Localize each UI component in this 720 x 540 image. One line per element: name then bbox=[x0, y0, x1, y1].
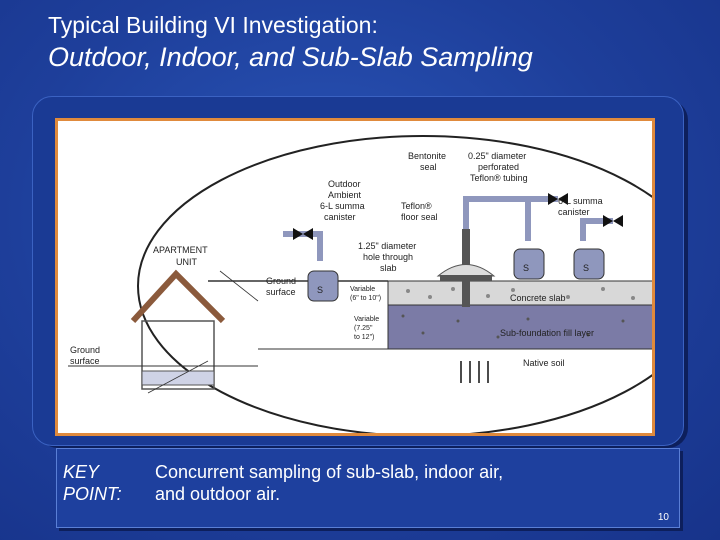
ground-surface-label: Ground bbox=[266, 276, 296, 286]
summa-label: canister bbox=[558, 207, 590, 217]
valve-icon bbox=[293, 228, 313, 240]
native-soil-label: Native soil bbox=[523, 358, 565, 368]
sampling-diagram: S S S APARTMENT UNIT Ground surface Grou… bbox=[68, 135, 652, 433]
key-point-text-line2: and outdoor air. bbox=[155, 484, 281, 504]
sub-foundation-label: Sub-foundation fill layer bbox=[500, 328, 594, 338]
ground-surface-label: surface bbox=[266, 287, 296, 297]
teflon-tubing-label: perforated bbox=[478, 162, 519, 172]
page-number: 10 bbox=[657, 512, 669, 523]
variable-label: (7.25" bbox=[354, 325, 373, 332]
canister-s-label: S bbox=[583, 263, 589, 273]
teflon-tubing-label: Teflon® tubing bbox=[470, 173, 528, 183]
diagram-frame: S S S APARTMENT UNIT Ground surface Grou… bbox=[55, 118, 655, 436]
house-walls bbox=[141, 320, 215, 390]
key-point-text: Concurrent sampling of sub-slab, indoor … bbox=[155, 461, 665, 505]
slide-title-line2: Outdoor, Indoor, and Sub-Slab Sampling bbox=[48, 42, 533, 72]
outdoor-ambient-label: Outdoor bbox=[328, 179, 361, 189]
outdoor-ambient-label: 6-L summa bbox=[320, 201, 365, 211]
ground-surface-label: surface bbox=[70, 356, 100, 366]
variable-label: Variable bbox=[354, 316, 379, 323]
key-point-label: KEY POINT: bbox=[63, 461, 153, 505]
canister-s-label: S bbox=[317, 285, 323, 295]
key-point-text-line1: Concurrent sampling of sub-slab, indoor … bbox=[155, 462, 504, 482]
valve-icon bbox=[548, 193, 568, 205]
ground-surface-label: Ground bbox=[70, 345, 100, 355]
hole-label: slab bbox=[380, 263, 397, 273]
sampling-tubing bbox=[463, 196, 531, 241]
bentonite-label: Bentonite bbox=[408, 151, 446, 161]
key-point-label-line1: KEY bbox=[63, 462, 100, 482]
variable-label: Variable bbox=[350, 286, 375, 293]
summa-canister-outdoor bbox=[307, 270, 339, 302]
bentonite-seal bbox=[436, 264, 496, 277]
outdoor-ambient-label: Ambient bbox=[328, 190, 362, 200]
teflon-seal-label: Teflon® bbox=[401, 201, 432, 211]
apartment-label: UNIT bbox=[176, 257, 197, 267]
summa-label: 6-L summa bbox=[558, 196, 603, 206]
variable-label: to 12") bbox=[354, 334, 374, 341]
summa-canister-indoor bbox=[573, 248, 605, 280]
bentonite-label: seal bbox=[420, 162, 437, 172]
house-roof bbox=[130, 269, 226, 324]
apartment-label: APARTMENT bbox=[153, 245, 208, 255]
fill-layer bbox=[387, 304, 652, 350]
valve-icon bbox=[603, 215, 623, 227]
hole-label: 1.25" diameter bbox=[358, 241, 416, 251]
key-point-box: KEY POINT: Concurrent sampling of sub-sl… bbox=[56, 448, 680, 528]
canister-s-label: S bbox=[523, 263, 529, 273]
teflon-seal-label: floor seal bbox=[401, 212, 438, 222]
outdoor-ambient-label: canister bbox=[324, 212, 356, 222]
hole-label: hole through bbox=[363, 252, 413, 262]
concrete-slab-label: Concrete slab bbox=[510, 293, 566, 303]
key-point-label-line2: POINT: bbox=[63, 484, 122, 504]
slide-title-line1: Typical Building VI Investigation: bbox=[48, 12, 378, 38]
teflon-tubing-label: 0.25" diameter bbox=[468, 151, 526, 161]
summa-canister-subslab bbox=[513, 248, 545, 280]
vapor-arrows bbox=[460, 361, 489, 383]
variable-label: (6" to 10") bbox=[350, 295, 381, 302]
